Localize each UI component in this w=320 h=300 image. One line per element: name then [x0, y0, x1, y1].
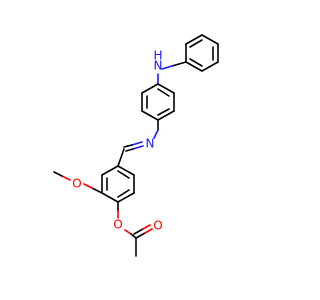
double-bond [157, 88, 170, 97]
bond [185, 61, 203, 72]
bond [141, 83, 159, 94]
bond [124, 229, 132, 235]
bond [201, 61, 219, 72]
amine-n-label: N [154, 59, 163, 73]
imine-n-label: N [146, 137, 155, 151]
bond [153, 129, 159, 139]
bond [157, 110, 175, 121]
double-bond [117, 170, 130, 179]
double-bond [142, 224, 151, 230]
methoxy-o-label: O [72, 177, 81, 191]
bond [83, 183, 93, 189]
double-bond [189, 58, 203, 67]
double-bond [132, 145, 144, 150]
bond [185, 34, 203, 45]
methoxy-group: O [53, 171, 103, 194]
bond [53, 171, 63, 177]
molecule-canvas: N H N [53, 34, 219, 257]
double-bond [117, 189, 130, 198]
bond [117, 148, 125, 167]
bond [101, 165, 119, 176]
bond [141, 110, 159, 121]
bond [130, 233, 137, 239]
bond [157, 83, 175, 94]
double-bond [157, 108, 170, 116]
carbonyl-o-label: O [153, 219, 162, 233]
amine-h-label: H [153, 49, 162, 63]
double-bond [131, 141, 143, 146]
double-bond [135, 232, 146, 239]
bond [117, 192, 135, 203]
amine-group: N H [153, 49, 187, 85]
double-bond [123, 144, 133, 148]
imine-group: N [117, 119, 159, 167]
double-bond [189, 39, 203, 48]
bond [91, 187, 103, 194]
bond [171, 61, 187, 67]
double-bond [133, 228, 144, 235]
structure-diagram: N H N [53, 34, 219, 257]
bond [101, 192, 119, 203]
bond [201, 34, 219, 45]
double-bond [144, 228, 153, 234]
phenyl-ring [185, 34, 219, 72]
ester-o-label: O [113, 218, 122, 232]
bond [161, 65, 173, 70]
bond [61, 175, 71, 181]
double-bond [125, 148, 134, 152]
bond [117, 165, 135, 176]
phenylene-ring [141, 83, 175, 121]
vanillin-ring [101, 165, 135, 203]
acetate-group: O O [113, 201, 163, 257]
